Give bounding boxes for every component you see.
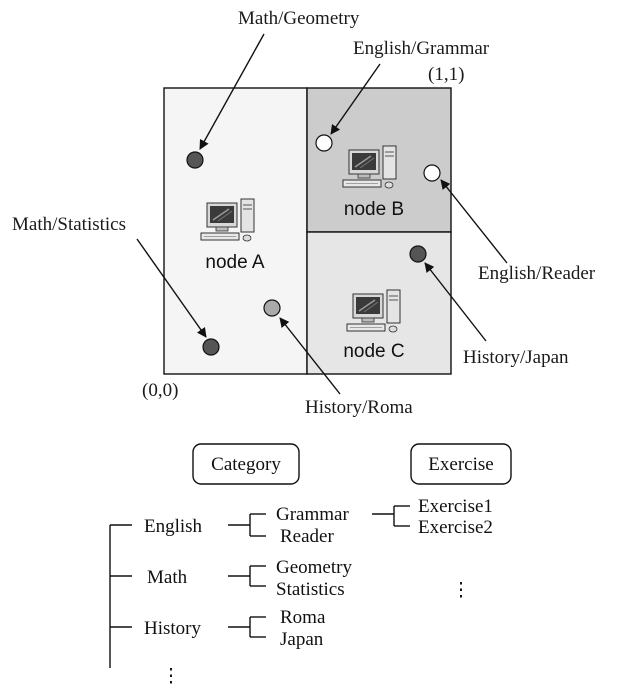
point-history-roma [263, 299, 281, 317]
computer-icon-node-a [200, 198, 255, 242]
label-english-reader: English/Reader [478, 263, 596, 284]
arrow-english-reader [440, 179, 508, 264]
sub-japan: Japan [280, 629, 324, 650]
label-history-japan: History/Japan [463, 347, 569, 368]
label-english-grammar: English/Grammar [353, 38, 490, 59]
label-history-roma: History/Roma [305, 397, 413, 418]
sub-reader: Reader [280, 526, 334, 547]
sub-grammar: Grammar [276, 504, 349, 525]
ellipsis-exercise: ⋮ [452, 580, 471, 601]
point-history-japan [409, 245, 427, 263]
point-math-statistics [202, 338, 220, 356]
region-node-a [163, 87, 308, 375]
arrow-math-statistics [136, 238, 207, 338]
node-a-label: node A [205, 252, 264, 273]
category-header: Category [211, 454, 281, 475]
point-english-grammar [315, 134, 333, 152]
exercise-header-box [410, 443, 512, 485]
arrow-history-roma [279, 317, 341, 395]
ellipsis-category: ⋮ [162, 666, 181, 687]
label-math-geometry: Math/Geometry [238, 8, 360, 29]
exercise-1: Exercise1 [418, 496, 493, 517]
exercise-header: Exercise [428, 454, 493, 475]
corner-label-bottom-left: (0,0) [142, 380, 178, 401]
exercise-2: Exercise2 [418, 517, 493, 538]
node-b-label: node B [344, 199, 404, 220]
point-english-reader [423, 164, 441, 182]
sub-statistics: Statistics [276, 579, 345, 600]
arrow-history-japan [424, 262, 487, 342]
sub-geometry: Geometry [276, 557, 352, 578]
sub-roma: Roma [280, 607, 326, 628]
category-header-box [192, 443, 300, 485]
corner-label-top-right: (1,1) [428, 64, 464, 85]
node-c-label: node C [343, 341, 404, 362]
arrow-math-geometry [199, 33, 265, 150]
label-math-statistics: Math/Statistics [12, 214, 126, 235]
category-english: English [144, 516, 203, 537]
point-math-geometry [186, 151, 204, 169]
category-history: History [144, 618, 202, 639]
arrow-english-grammar [330, 63, 381, 135]
computer-icon-node-b [342, 145, 397, 189]
computer-icon-node-c [346, 289, 401, 333]
category-math: Math [147, 567, 188, 588]
